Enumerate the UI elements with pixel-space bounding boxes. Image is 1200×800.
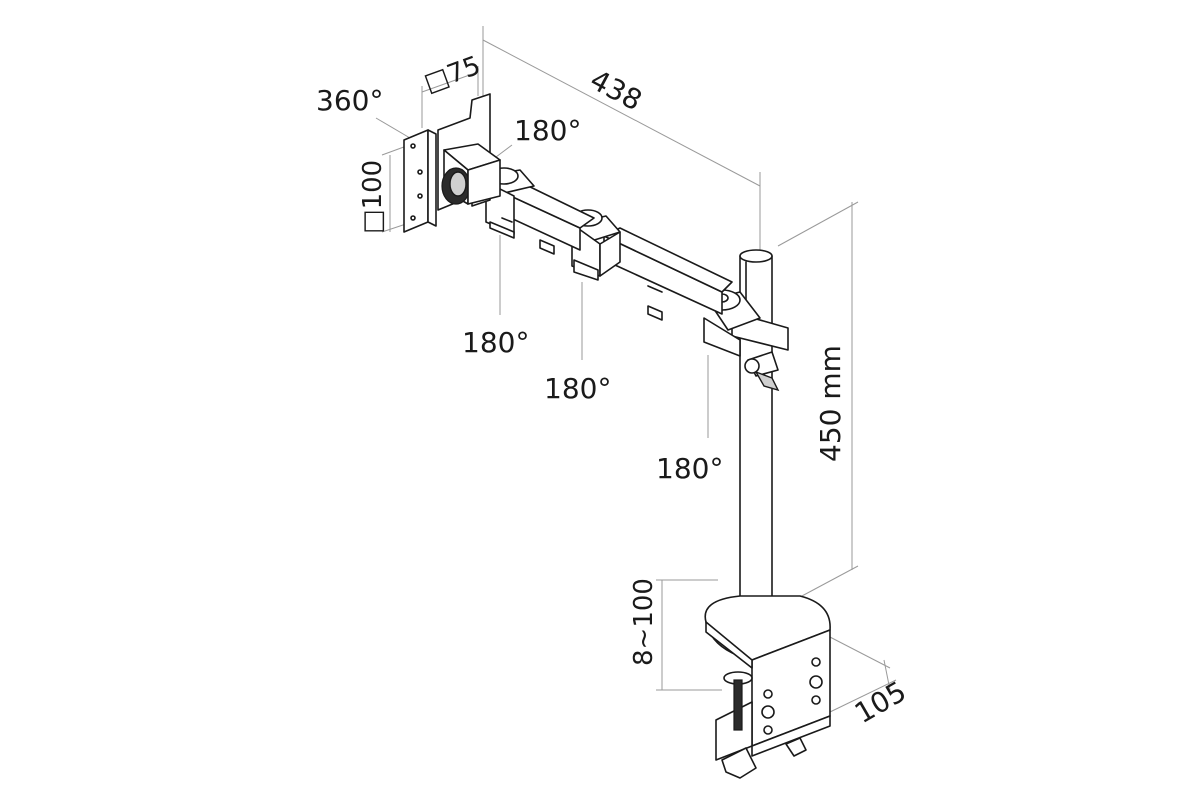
dimension-label-arm-length: 438 [585, 63, 648, 117]
labels: 360° □75 438 180° □100 180° 180° 180° 45… [316, 51, 912, 730]
dimension-label-clamp-depth: 105 [849, 675, 912, 730]
rotation-label-joint-2: 180° [544, 372, 611, 405]
dimension-label-vesa-100: □100 [358, 160, 388, 234]
tilt-head [403, 93, 501, 233]
rotation-label-360: 360° [316, 84, 383, 117]
dimension-lines [375, 26, 897, 713]
dimension-label-clamp-range: 8~100 [629, 578, 659, 666]
dimension-label-vesa-75: □75 [420, 51, 484, 99]
rotation-label-joint-1: 180° [462, 326, 529, 359]
dimension-label-pole-height: 450 mm [814, 345, 847, 462]
rotation-label-head: 180° [514, 114, 581, 147]
rotation-label-pole: 180° [656, 452, 723, 485]
desk-clamp [704, 595, 831, 779]
